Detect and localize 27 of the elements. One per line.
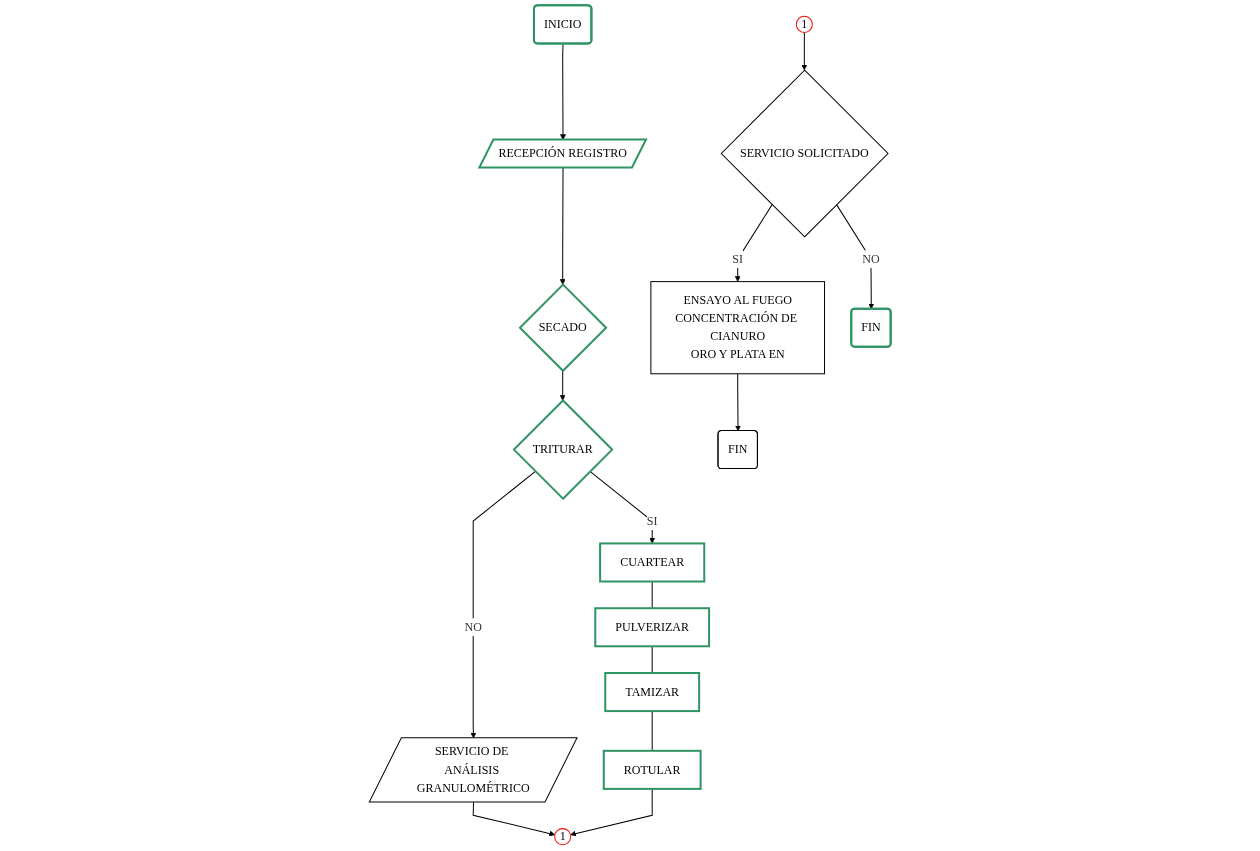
node-circle: 1 (795, 15, 813, 33)
arrow (470, 470, 536, 739)
node-diamond: SERVICIO SOLICITADO (720, 69, 889, 238)
arrow (801, 31, 808, 71)
arrow (570, 788, 653, 837)
arrow (735, 373, 741, 432)
node-box: TAMIZAR (604, 672, 701, 713)
node-diamond: SECADO (518, 283, 608, 373)
connector (651, 645, 653, 674)
arrow (559, 370, 566, 401)
edge-label: NO (862, 252, 880, 266)
connector (651, 710, 653, 752)
node-diamond: TRITURAR (512, 399, 614, 501)
arrow (589, 470, 656, 544)
node-box: ROTULAR (602, 749, 702, 790)
node-box: PULVERIZAR (594, 607, 711, 648)
edge-label: NO (464, 620, 482, 634)
node-circle: 1 (554, 828, 572, 846)
connector (651, 581, 653, 609)
edge-label: SI (646, 514, 658, 528)
edge-label: SI (732, 252, 744, 266)
arrow (836, 204, 875, 310)
arrow (559, 167, 566, 285)
arrow (734, 204, 773, 282)
arrow (472, 801, 556, 837)
node-box: ENSAYO AL FUEGO CONCENTRACIÓN DE CIANURO ORO Y PLATA EN (650, 281, 826, 375)
node-box: CUARTEAR (599, 542, 706, 583)
